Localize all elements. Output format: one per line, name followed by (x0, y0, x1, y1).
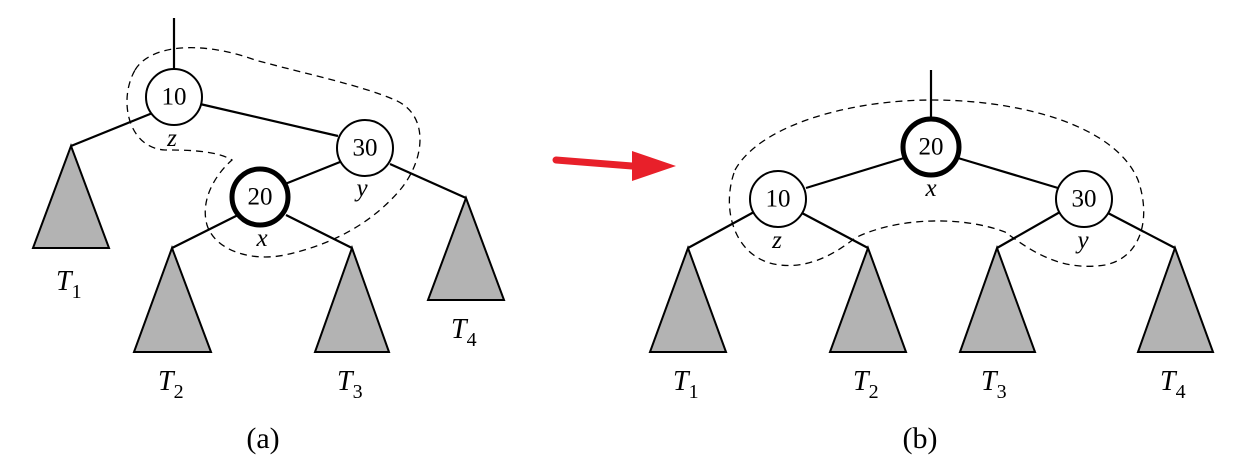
edge-20-t3-a (285, 214, 353, 249)
caption-b: (b) (903, 422, 938, 455)
var-x-b: x (924, 175, 936, 202)
subtree-t2-b (828, 245, 908, 353)
var-y-b: y (1074, 227, 1089, 254)
edge-10-t1-a (70, 110, 156, 148)
panel-b: 20 10 30 x z y T1 T2 T3 T4 (b) (648, 70, 1215, 455)
subtree-t1-a (31, 143, 111, 249)
var-x-a: x (255, 225, 267, 252)
node-20-b: 20 (900, 116, 962, 178)
edge-30-20-a (284, 160, 341, 186)
label-t3-b: T3 (981, 366, 1007, 403)
edge-10-t1-b (687, 211, 755, 249)
panel-a: 10 30 20 z y x T1 T2 T3 T4 (a) (31, 18, 506, 455)
node-30-label-a: 30 (353, 135, 378, 162)
var-y-a: y (353, 175, 368, 202)
caption-a: (a) (246, 422, 279, 455)
node-30-a: 30 (336, 119, 394, 177)
node-10-label-b: 10 (766, 186, 791, 213)
label-t2-a: T2 (158, 366, 184, 403)
edge-30-t4-b (1105, 211, 1176, 249)
node-10-b: 10 (749, 170, 807, 228)
label-t3-a: T3 (337, 366, 363, 403)
subtree-t3-a (313, 245, 391, 353)
subtree-t4-a (426, 195, 506, 301)
label-t4-b: T4 (1160, 366, 1186, 403)
var-z-b: z (771, 227, 782, 254)
node-20-label-b: 20 (919, 134, 944, 161)
edge-30-t3-b (996, 211, 1061, 249)
label-t2-b: T2 (853, 366, 879, 403)
node-20-label-a: 20 (248, 184, 273, 211)
subtree-t4-b (1136, 245, 1215, 353)
subtree-t1-b (648, 245, 728, 353)
subtree-t2-a (132, 245, 213, 353)
var-z-a: z (166, 125, 177, 152)
edge-30-t4-a (389, 162, 467, 200)
label-t1-a: T1 (56, 266, 82, 303)
label-t1-b: T1 (673, 366, 699, 403)
subtree-t3-b (958, 245, 1037, 353)
edge-20-t2-a (171, 214, 239, 249)
edge-10-30-a (199, 102, 339, 138)
node-30-b: 30 (1055, 170, 1113, 228)
edge-20-10-b (805, 156, 905, 190)
node-20-a: 20 (229, 166, 291, 228)
node-10-label-a: 10 (162, 84, 187, 111)
edge-20-30-b (957, 156, 1059, 190)
edge-10-t2-b (799, 211, 869, 249)
group-outline-a (126, 47, 421, 258)
node-10-a: 10 (145, 68, 203, 126)
right-arrow-icon (552, 151, 676, 181)
node-30-label-b: 30 (1072, 186, 1097, 213)
label-t4-a: T4 (451, 314, 477, 351)
